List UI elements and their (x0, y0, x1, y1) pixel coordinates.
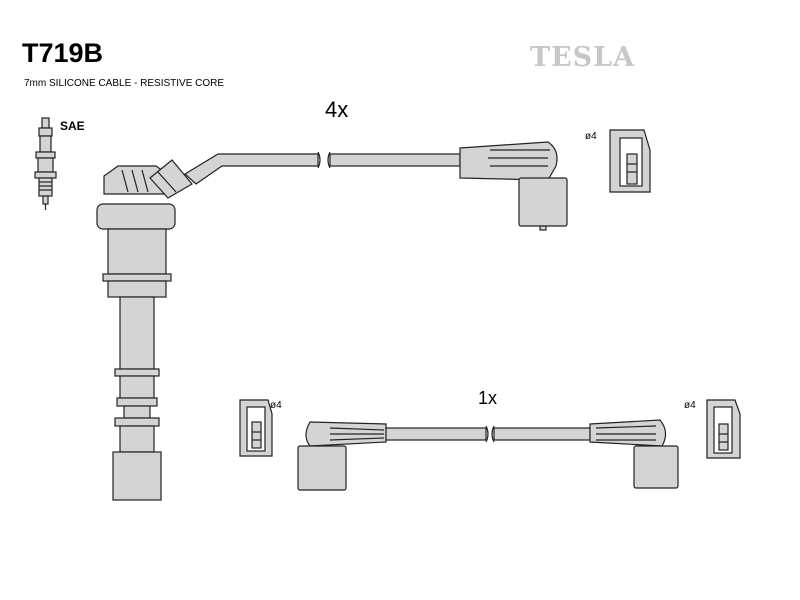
terminal-bottom-left-icon (239, 399, 273, 457)
terminal-bottom-right-icon (706, 399, 741, 459)
terminal-diameter-top: ø4 (585, 131, 597, 142)
part-number-title: T719B (22, 38, 104, 68)
long-cable (184, 141, 568, 231)
short-cable (297, 419, 679, 491)
long-cable-quantity: 4x (325, 97, 349, 122)
spark-plug-icon (34, 117, 57, 210)
cable-description: 7mm SILICONE CABLE - RESISTIVE CORE (24, 78, 225, 89)
spark-plug-label: SAE (60, 119, 85, 133)
coil-boot (96, 159, 193, 501)
terminal-top-icon (609, 129, 651, 193)
short-cable-quantity: 1x (478, 388, 498, 408)
brand-logo: TESLA (530, 42, 636, 73)
terminal-diameter-bottom-right: ø4 (684, 400, 696, 411)
terminal-diameter-bottom-left: ø4 (270, 400, 282, 411)
